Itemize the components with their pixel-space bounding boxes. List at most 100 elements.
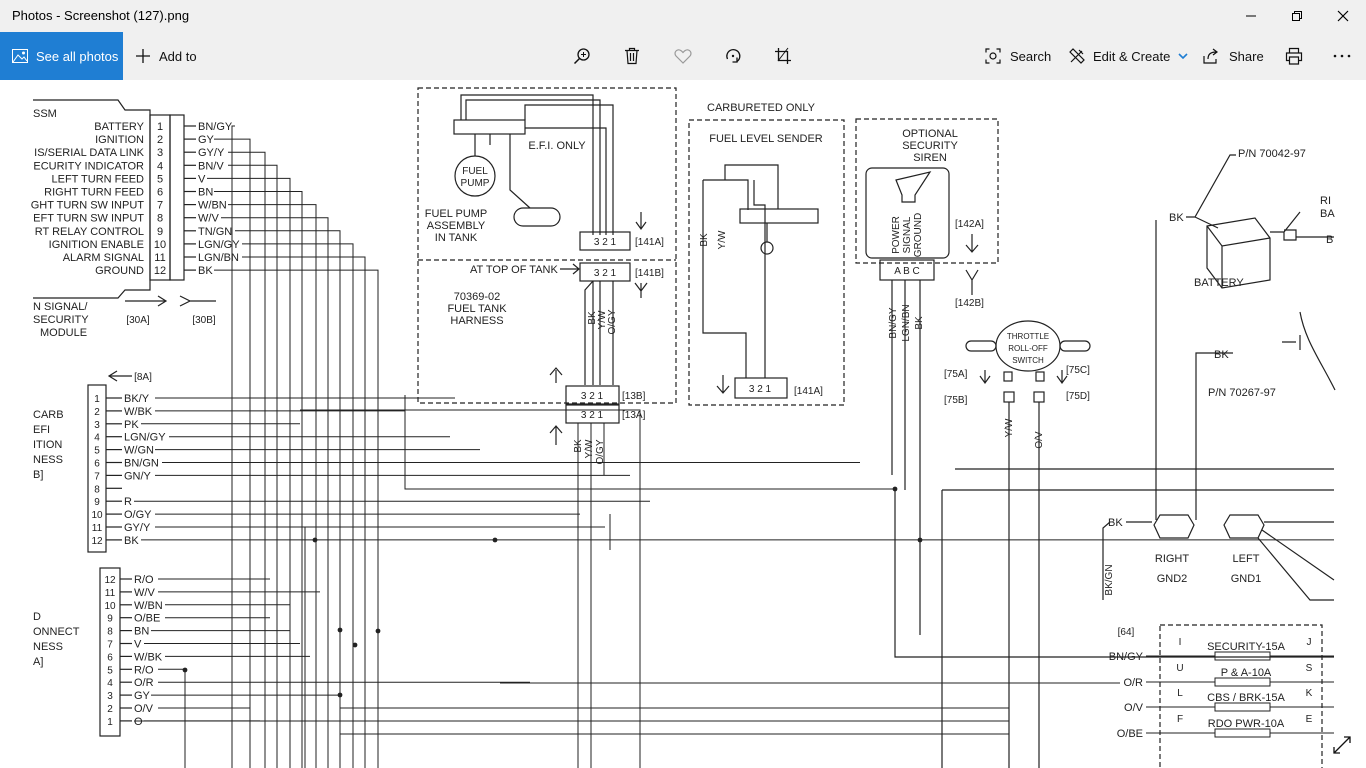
see-all-photos-button[interactable]: See all photos [0, 32, 123, 80]
more-options-button[interactable] [1330, 44, 1354, 68]
connector-label: [75A] [944, 369, 968, 380]
tank-wire-color: Y/W [584, 439, 595, 458]
ssm-wire-run [228, 204, 317, 768]
connector-141b [579, 262, 631, 282]
favorite-button[interactable] [671, 44, 695, 68]
carb-pin-number: 6 [94, 459, 100, 470]
siren-function-label: POWER [891, 216, 902, 254]
ssm-wire-run [214, 269, 379, 768]
carb-caption: EFI [33, 424, 50, 436]
lower-caption: A] [33, 656, 43, 668]
carb-pin-number: 4 [94, 433, 100, 444]
crop-button[interactable] [771, 44, 795, 68]
siren-box [855, 118, 999, 264]
connector-13b-symbol [549, 367, 563, 383]
ssm-wire-color: BN [198, 187, 213, 199]
fuse-label: RDO PWR-10A [1208, 718, 1285, 730]
edit-create-label: Edit & Create [1093, 48, 1171, 64]
visual-search-icon [985, 48, 1001, 64]
print-button[interactable] [1282, 44, 1306, 68]
carb-wire-color: O/GY [124, 509, 152, 521]
throttle-pin-1 [1003, 371, 1013, 382]
ssm-wire-run [235, 230, 341, 768]
ssm-pin-number: 5 [157, 173, 163, 185]
connector-label: [141B] [635, 268, 664, 279]
siren-function-label: SIGNAL [902, 216, 913, 253]
share-button[interactable]: Share [1203, 32, 1264, 80]
carb-pin-number: 1 [94, 394, 100, 405]
lower-connector [99, 567, 121, 737]
ssm-pin-number: 1 [157, 121, 163, 133]
lower-wire-color: V [134, 639, 142, 651]
fuel-tank-harness-label: FUEL TANK [447, 303, 507, 315]
lower-caption: ONNECT [33, 626, 80, 638]
ssm-pin-label: RIGHT TURN FEED [44, 187, 144, 199]
ssm-pin-label: GROUND [95, 265, 144, 277]
add-to-button[interactable]: Add to [135, 32, 197, 80]
ssm-pin-number: 3 [157, 147, 163, 159]
ssm-wire-color: LGN/BN [198, 252, 239, 264]
fuel-level-sender-label: FUEL LEVEL SENDER [709, 133, 823, 145]
ssm-caption: N SIGNAL/ [33, 301, 88, 313]
tank-wire-color: BK [587, 311, 598, 325]
efi-only-label: E.F.I. ONLY [528, 140, 586, 152]
ssm-pin-number: 6 [157, 187, 163, 199]
connector-label: [141A] [635, 237, 664, 248]
rotate-button[interactable] [721, 44, 745, 68]
tank-wire-color: O/GY [595, 439, 606, 464]
expand-icon [1333, 736, 1351, 754]
ssm-pin-label: IGNITION [95, 134, 144, 146]
carb-wire-color: BK [124, 535, 139, 547]
fuel-tank-harness-label: 70369-02 [454, 291, 501, 303]
edge-label: RI [1320, 195, 1331, 207]
siren-wire-color: LGN/BN [901, 304, 912, 341]
connector-30b-symbol [179, 295, 216, 307]
optional-siren-label: OPTIONAL [902, 128, 958, 140]
connector-141b-symbol [634, 282, 648, 298]
fuel-level-sender-box [688, 119, 845, 406]
search-button[interactable]: Search [985, 32, 1051, 80]
tank-wire-color: O/GY [607, 309, 618, 334]
close-button[interactable] [1320, 0, 1366, 32]
lower-wire-color: W/V [134, 587, 155, 599]
add-to-label: Add to [159, 48, 197, 64]
edit-create-button[interactable]: Edit & Create [1069, 32, 1188, 80]
fuse-left-pin: L [1177, 688, 1183, 699]
fuse-element [1214, 677, 1271, 687]
tank-harness-wires [584, 280, 614, 385]
connector-pins: 3 2 1 [594, 237, 617, 248]
carb-pin-number: 7 [94, 471, 100, 482]
delete-button[interactable] [620, 44, 644, 68]
part-number-label: P/N 70042-97 [1238, 148, 1306, 160]
carb-wire-color: PK [124, 419, 139, 431]
lower-pin-number: 4 [107, 678, 113, 689]
zoom-button[interactable] [570, 44, 594, 68]
minimize-button[interactable] [1228, 0, 1274, 32]
fullscreen-button[interactable] [1330, 733, 1354, 757]
wire-color-label: BK [1108, 517, 1123, 529]
ssm-pin-label: RT RELAY CONTROL [35, 226, 144, 238]
siren-wires [891, 280, 921, 635]
window-title: Photos - Screenshot (127).png [12, 8, 190, 23]
tank-wire-color: Y/W [597, 310, 608, 329]
connector-label: [13A] [622, 410, 646, 421]
pump-bracket [453, 119, 526, 135]
siren-function-label: GROUND [913, 213, 924, 257]
ssm-wire-color: BK [198, 265, 213, 277]
carb-wire-color: LGN/GY [124, 432, 166, 444]
ssm-pin-number: 10 [154, 239, 166, 251]
carb-wire-color: BN/GN [124, 458, 159, 470]
ssm-pin-label: BATTERY [94, 121, 144, 133]
ssm-pin-number: 8 [157, 213, 163, 225]
throttle-connector-arrows [979, 370, 1068, 385]
ssm-wire-run [207, 177, 291, 768]
carb-pin-number: 2 [94, 407, 100, 418]
fuse-wire-color: O/BE [1117, 728, 1143, 740]
restore-button[interactable] [1274, 0, 1320, 32]
ssm-pin-label: EFT TURN SW INPUT [33, 213, 144, 225]
edge-label: BA [1320, 208, 1335, 220]
chevron-down-icon [1178, 53, 1188, 60]
connector-label: [75D] [1066, 391, 1090, 402]
